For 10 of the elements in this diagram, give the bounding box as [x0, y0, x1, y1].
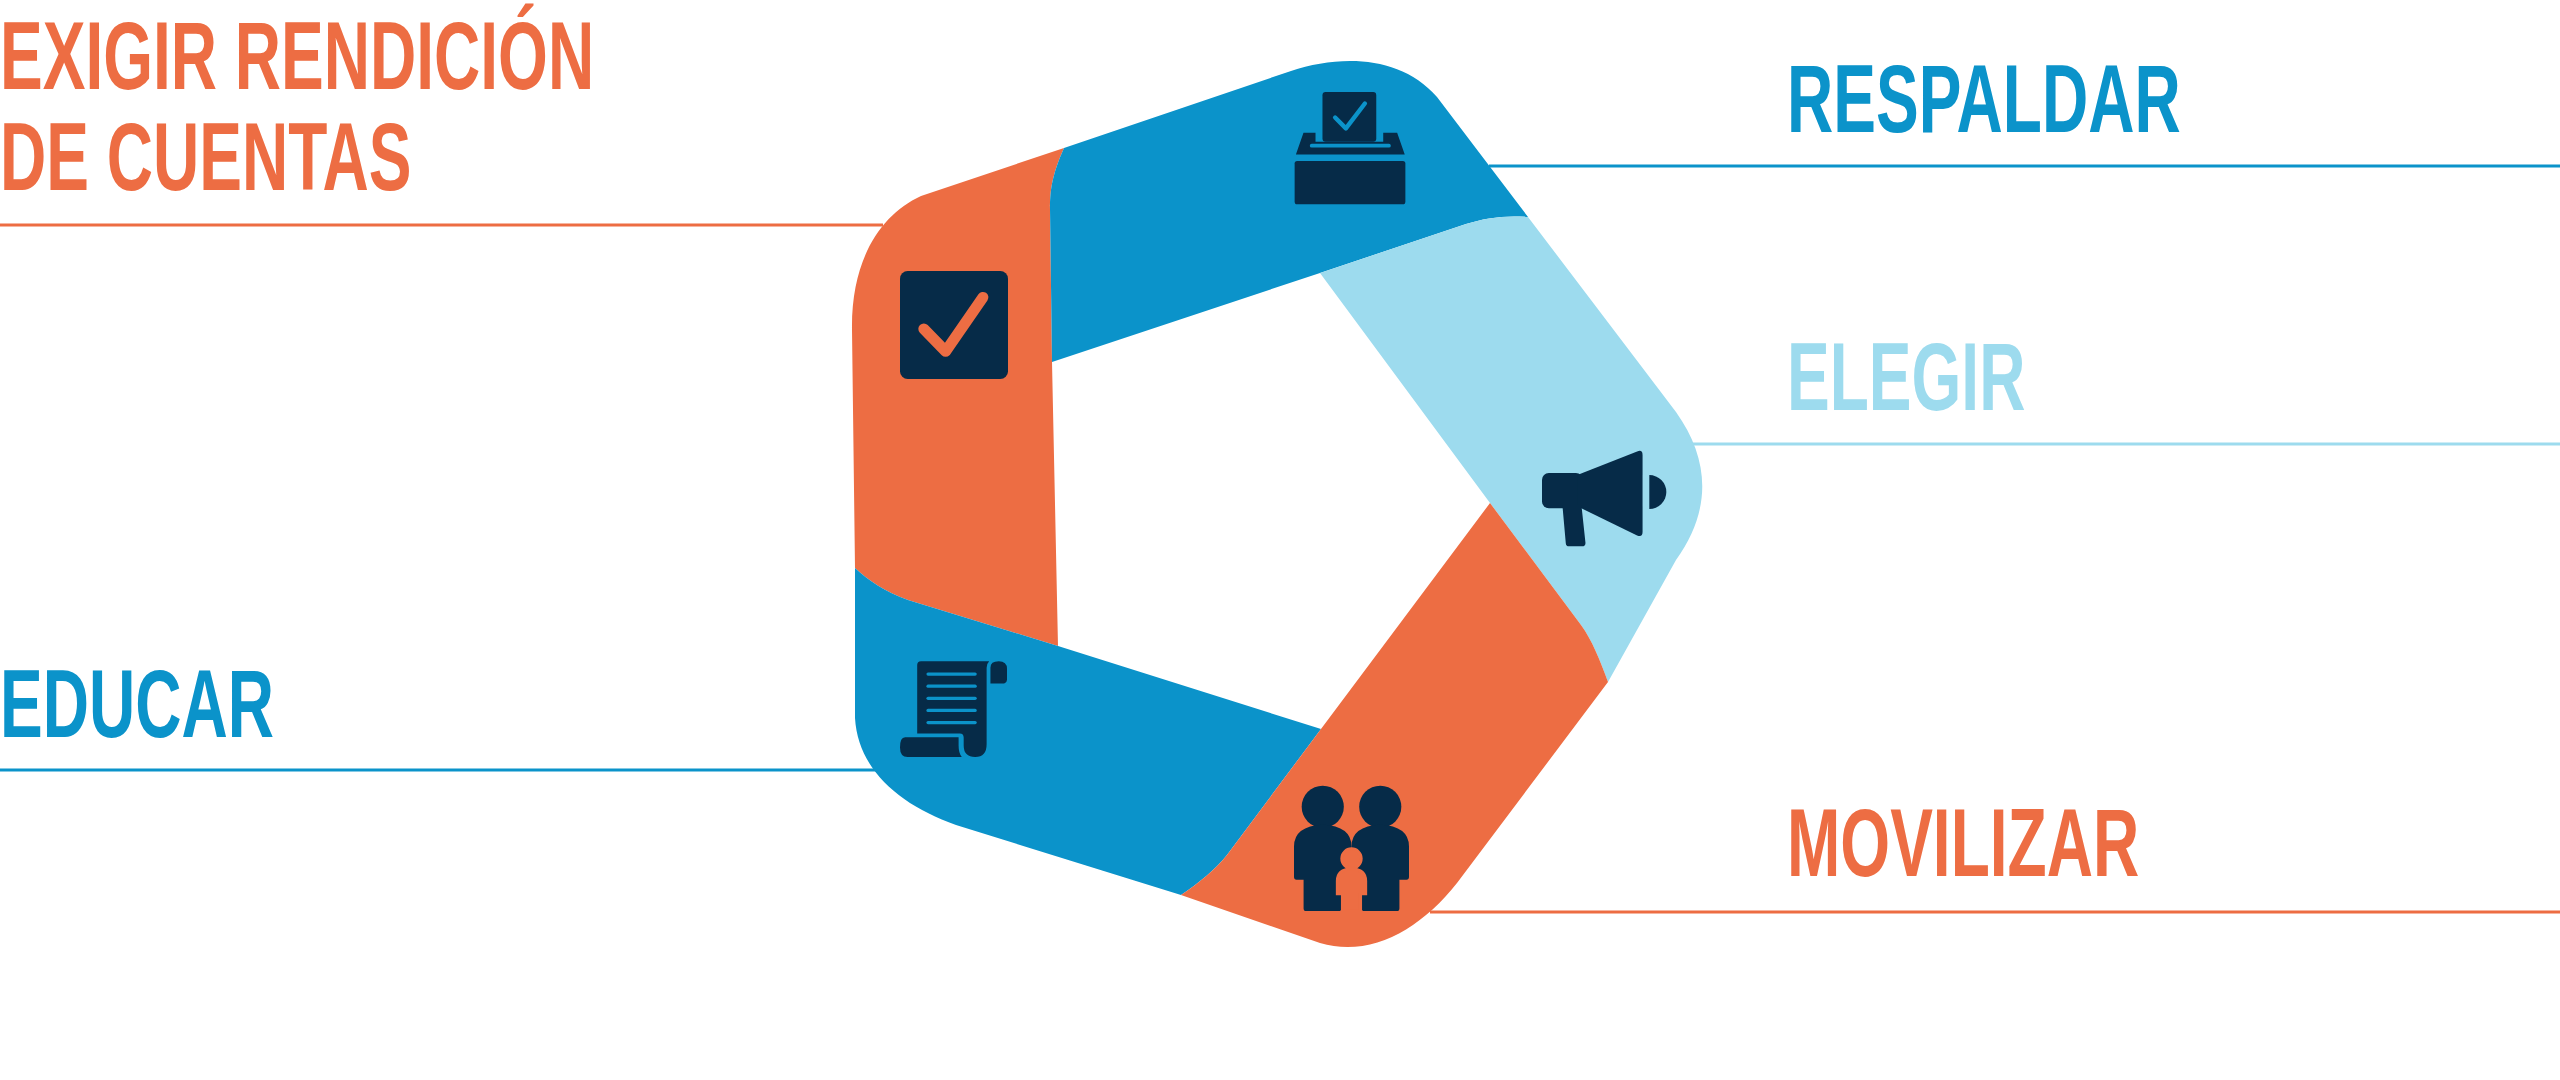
- leader-line: [0, 223, 883, 227]
- leader-line: [1489, 164, 2560, 168]
- leader-line: [1693, 442, 2560, 446]
- leader-line: [0, 768, 876, 772]
- action-heading: EDUCAR: [0, 653, 274, 754]
- action-heading: RESPALDAR: [1787, 48, 2181, 149]
- action-heading: ELEGIR: [1787, 326, 2026, 427]
- action-heading: EXIGIR RENDICIÓN DE CUENTAS: [0, 5, 596, 207]
- action-heading: MOVILIZAR: [1787, 792, 2140, 893]
- leader-line: [1430, 910, 2560, 914]
